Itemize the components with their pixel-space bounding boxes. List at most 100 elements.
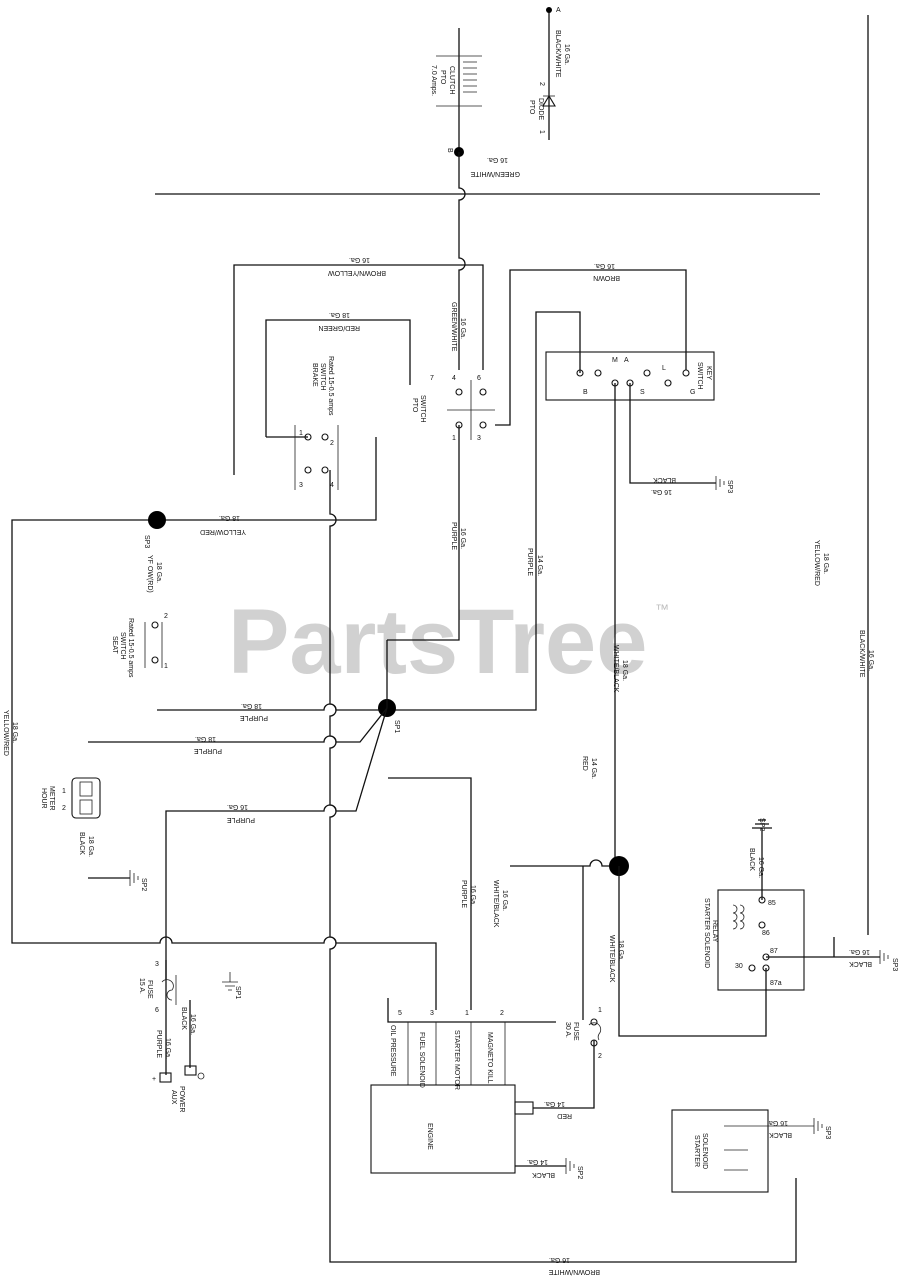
hour-pin-1: 1 [62,788,66,795]
wire-label-white-black-low: WHITE/BLACK [608,935,615,983]
wire-label-red-mid: RED [581,756,588,771]
clutch-label-2: PTO [439,70,446,85]
aux-label-1: AUX [170,1090,177,1105]
wire-purple-hour [165,707,388,1010]
brake-switch: BRAKE SWITCH Rated 15-0.5 amps 1 2 3 4 [266,356,339,490]
wire-gauge-black-white: 16 Ga. [867,650,874,671]
wire-gauge-white-black-engine: 16 Ga. [501,890,508,911]
wire-gauge-purple-hour: 16 Ga. [227,803,248,810]
wire-label-brown-white-bottom: BROWN/WHITE [548,1268,600,1275]
seat-label-2: SWITCH [119,632,126,660]
brake-pin-3: 3 [299,482,303,489]
engine-pin-5: 5 [398,1010,402,1017]
wire-gauge-black-engine: 14 Ga. [527,1158,548,1165]
ground-engine [565,1158,575,1174]
key-pin-b: B [583,389,588,396]
ground-label-sp3-relay: SP3 [891,958,898,971]
diode-label-2: DIODE [537,98,544,121]
wire-gauge-purple-sp1a: 18 Ga. [241,702,262,709]
key-switch-label-1: KEY [705,366,712,380]
engine-pin-2: 2 [500,1010,504,1017]
wire-brown [495,269,687,426]
node-sp3 [148,511,166,529]
wire-purple-right [388,311,581,711]
wire-gauge-red-mid: 14 Ga. [590,758,597,779]
wire-gauge-brown-yellow: 16 Ga. [349,256,370,263]
ground-label-sp2-hour: SP2 [140,878,147,891]
wire-label-brown-yellow: BROWN/YELLOW [328,269,386,276]
svg-text:+: + [152,1076,156,1083]
pto-pin-3: 3 [477,435,481,442]
engine-circuit-oil: OIL PRESSURE [389,1025,396,1077]
wire-label-white-black-mid: WHITE/BLACK [612,645,619,693]
ground-label-sp3-starter: SP3 [824,1126,831,1139]
wire-label-brown: BROWN [593,274,620,281]
wire-label-purple-right: PURPLE [526,548,533,576]
wire-label-purple-aux: PURPLE [155,1030,162,1058]
wire-gauge-yellow-red-left: 18 Ga. [11,722,18,743]
wire-gauge-brown-white-bottom: 16 Ga. [549,1256,570,1263]
clutch-label-3: CLUTCH [448,66,455,94]
wire-label-green-white: GREEN/WHITE [450,302,457,352]
relay-label-2: RELAY [711,920,718,943]
relay-pin-86: 86 [762,930,770,937]
wire-red-mid [388,777,472,1010]
wire-brown-yellow [233,264,484,475]
hour-label-1: HOUR [40,788,47,809]
wire-purple-sp1a [157,703,380,711]
aux-label-2: POWER [178,1086,185,1112]
fuse30-label-2: FUSE [572,1022,579,1041]
wire-gauge-black-sol2: 16 Ga. [849,948,870,955]
wire-label-purple-sp1b: PURPLE [194,747,222,754]
pto-switch-label-1: PTO [411,398,418,413]
pto-clutch: 7.0 Amps. PTO CLUTCH [430,28,482,150]
pto-pin-4: 4 [452,375,456,382]
engine-circuit-fuel: FUEL SOLENOID [418,1032,425,1088]
node-sp1-label: SP1 [393,720,400,733]
fuse30-pin-1: 1 [598,1007,602,1014]
node-a-label: A [556,7,561,14]
relay-pin-30: 30 [735,963,743,970]
engine-pin-1: 1 [465,1010,469,1017]
ground-hour [129,870,139,886]
wire-gauge-purple-engine: 16 Ga. [469,885,476,906]
wire-red-engine [533,1040,595,1109]
ground-label-sp1-fuse: SP1 [234,986,241,999]
wire-label-yellow-red-left: YELLOW/RED [2,710,9,756]
wire-label-yellow-red-top: YELLOW/RED [200,528,246,535]
wire-label-black-white: BLACK/WHITE [858,630,865,678]
engine-label: ENGINE [426,1123,433,1150]
wire-label-black-engine: BLACK [532,1171,555,1178]
key-switch-label-2: SWITCH [696,362,703,390]
starter-label-1: STARTER [693,1135,700,1167]
wire-gauge-purple-aux: 16 Ga. [164,1038,171,1059]
wire-red-green [265,319,411,437]
wire-label-black-key: BLACK [653,476,676,483]
fuse30-pin-2: 2 [598,1053,602,1060]
brake-pin-4: 4 [330,482,334,489]
key-pin-m: M [612,357,618,364]
engine-pin-3: 3 [430,1010,434,1017]
wire-label-red-green: RED/GREEN [318,324,360,331]
clutch-label-1: 7.0 Amps. [430,65,437,96]
wire-gauge-green-white: 16 Ga. [459,318,466,339]
pto-switch: PTO SWITCH 7 4 6 1 3 [411,375,495,442]
fuse15-label-1: 15 A. [138,978,145,994]
fuse15-pin-3: 3 [155,961,159,968]
wire-gauge-black-hour: 18 Ga. [87,836,94,857]
wire-label-black-starter: BLACK [769,1131,792,1138]
wire-black-key [629,383,716,484]
wire-gauge-purple-mid: 16 Ga. [459,528,466,549]
ground-relay-right [879,950,889,964]
node-a [546,7,552,13]
key-pin-a: A [624,357,629,364]
key-pin-s: S [640,389,645,396]
wire-gauge-black-sol: 16 Ga. [757,857,764,878]
wire-label-black-sol: BLACK [748,848,755,871]
wire-gauge-white-black-low: 18 Ga. [617,940,624,961]
diode-label-1: PTO [528,100,535,115]
starter-relay: STARTER SOLENOID RELAY 30 85 86 87 87a [703,889,805,991]
wire-label-yellow-red-right: YELLOW/RED [813,540,820,586]
key-pin-l: L [662,365,666,372]
fuse-30a: 30 A. FUSE 1 2 [564,1007,602,1060]
